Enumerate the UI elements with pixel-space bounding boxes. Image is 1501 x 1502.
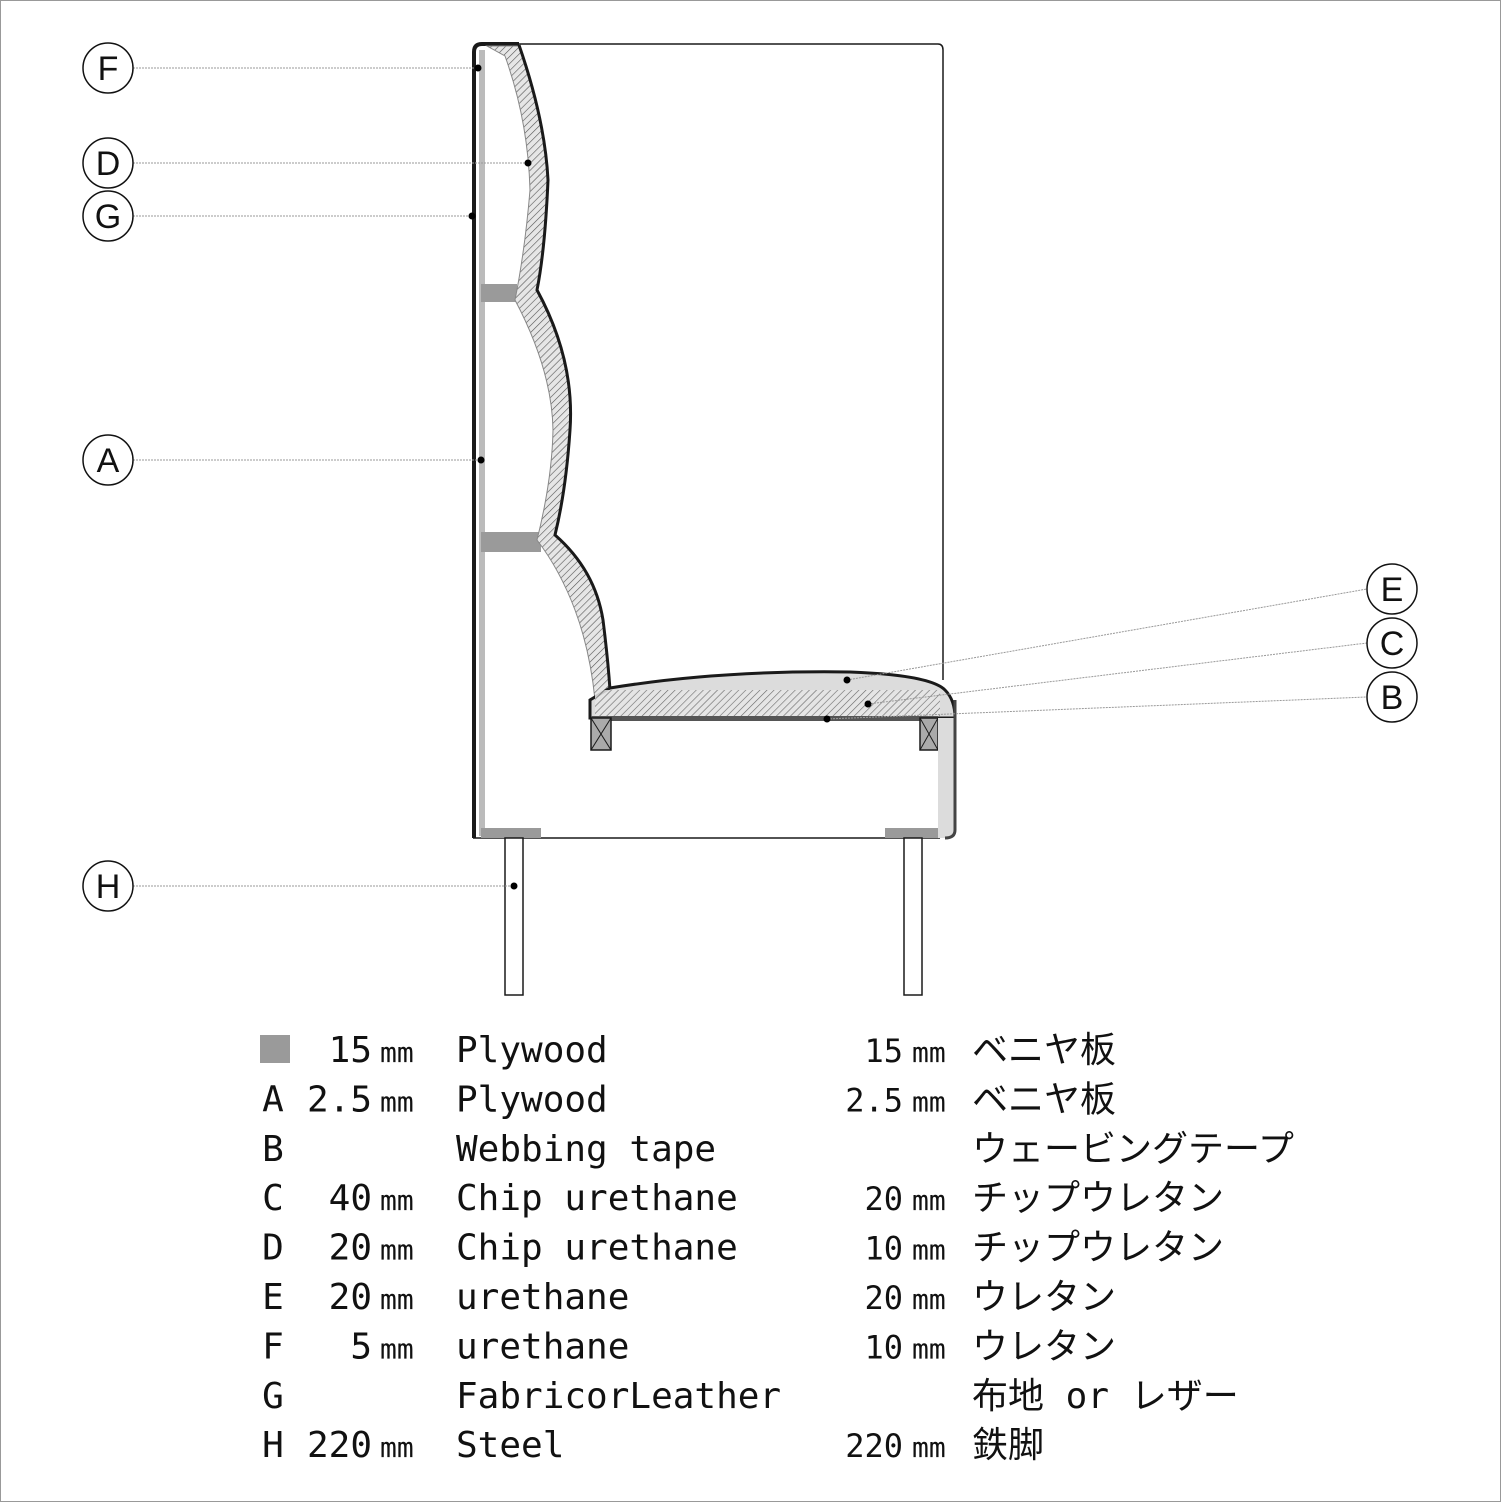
- svg-text:E: E: [1381, 571, 1404, 609]
- callout-h: H: [82, 860, 518, 912]
- front-panel-fabric: [944, 700, 957, 840]
- legend-unit: mm: [380, 1184, 414, 1217]
- plywood-rail: [481, 284, 517, 302]
- steel-leg-right: [903, 837, 923, 996]
- legend-key: H: [262, 1425, 284, 1466]
- svg-text:G: G: [95, 198, 121, 236]
- legend-material-jp: 鉄脚: [972, 1425, 1044, 1466]
- legend-unit: mm: [380, 1283, 414, 1316]
- legend-material-en: urethane: [456, 1277, 629, 1318]
- legend-thickness-jp: 220: [845, 1427, 903, 1465]
- legend-unit-jp: mm: [912, 1036, 946, 1069]
- plywood-rail: [481, 828, 541, 838]
- legend-unit-jp: mm: [912, 1283, 946, 1316]
- legend-unit-jp: mm: [912, 1085, 946, 1118]
- legend-material-jp: ベニヤ板: [972, 1079, 1116, 1120]
- legend-thickness-jp: 15: [864, 1032, 903, 1070]
- legend-thickness-jp: 2.5: [845, 1081, 903, 1119]
- legend-thickness: 20: [329, 1228, 372, 1269]
- webbing-tape-b: [591, 716, 938, 721]
- legend-key: A: [262, 1079, 284, 1120]
- legend-unit-jp: mm: [912, 1184, 946, 1217]
- legend-material-jp: ウェービングテープ: [972, 1129, 1294, 1170]
- seat-frame-block-right: [919, 717, 939, 751]
- callout-f: F: [82, 42, 482, 94]
- back-panel-a: [472, 42, 519, 838]
- plywood-swatch-icon: [260, 1035, 290, 1063]
- legend-thickness-jp: 10: [864, 1328, 903, 1366]
- legend-key: D: [262, 1228, 284, 1269]
- legend-unit: mm: [380, 1085, 414, 1118]
- legend-unit: mm: [380, 1036, 414, 1069]
- legend-material-jp: ウレタン: [972, 1277, 1116, 1318]
- svg-text:F: F: [98, 50, 119, 88]
- legend-thickness-jp: 20: [864, 1180, 903, 1218]
- back-surface-fabric: [517, 44, 612, 691]
- legend-key: F: [262, 1326, 284, 1367]
- callout-b: B: [823, 671, 1418, 723]
- legend-material-en: Chip urethane: [456, 1178, 738, 1219]
- legend-unit-jp: mm: [912, 1234, 946, 1267]
- legend-material-en: Webbing tape: [456, 1129, 716, 1170]
- callout-e: E: [843, 563, 1418, 684]
- legend-thickness: 15: [329, 1030, 372, 1071]
- legend-row: B Webbing tape ウェービングテープ: [262, 1129, 1294, 1170]
- callout-c: C: [864, 617, 1418, 708]
- legend-unit: mm: [380, 1431, 414, 1464]
- plywood-rail: [481, 532, 541, 552]
- legend-unit-jp: mm: [912, 1431, 946, 1464]
- legend-thickness-jp: 10: [864, 1230, 903, 1268]
- legend-thickness: 5: [350, 1326, 372, 1367]
- legend-material-jp: ウレタン: [972, 1326, 1116, 1367]
- legend-material-en: Plywood: [456, 1079, 608, 1120]
- callout-d: D: [82, 137, 532, 189]
- svg-text:A: A: [97, 442, 120, 480]
- front-panel-urethane: [938, 718, 955, 838]
- legend-material-en: Chip urethane: [456, 1228, 738, 1269]
- seat-cushion-c: [595, 690, 940, 716]
- legend-key: B: [262, 1129, 284, 1170]
- svg-text:C: C: [1380, 625, 1405, 663]
- legend-material-jp: チップウレタン: [972, 1178, 1224, 1219]
- legend-material-en: Steel: [456, 1425, 564, 1466]
- legend-thickness: 220: [307, 1425, 372, 1466]
- legend-thickness: 40: [329, 1178, 372, 1219]
- plywood-rail: [885, 828, 940, 838]
- legend-material-jp: 布地 or レザー: [972, 1376, 1239, 1417]
- seat-frame-block-left: [590, 717, 612, 751]
- legend-thickness: 2.5: [307, 1079, 372, 1120]
- legend-unit-jp: mm: [912, 1332, 946, 1365]
- legend-material-en: Plywood: [456, 1030, 608, 1071]
- svg-text:B: B: [1381, 679, 1404, 717]
- callout-a: A: [82, 434, 485, 486]
- legend-key: E: [262, 1277, 284, 1318]
- legend-material-en: urethane: [456, 1326, 629, 1367]
- svg-text:D: D: [96, 145, 121, 183]
- back-panel-fabric: [479, 50, 485, 836]
- legend-material-en: FabricorLeather: [456, 1376, 781, 1417]
- legend-row: G FabricorLeather 布地 or レザー: [262, 1376, 1239, 1417]
- legend-material-jp: ベニヤ板: [972, 1030, 1116, 1071]
- legend-unit: mm: [380, 1332, 414, 1365]
- callout-g: G: [82, 190, 476, 242]
- legend-material-jp: チップウレタン: [972, 1228, 1224, 1269]
- legend-thickness-jp: 20: [864, 1279, 903, 1317]
- legend-key: G: [262, 1376, 284, 1417]
- legend-key: C: [262, 1178, 284, 1219]
- envelope-outline: [480, 43, 944, 680]
- steel-leg-left: [504, 837, 524, 996]
- legend-thickness: 20: [329, 1277, 372, 1318]
- legend-unit: mm: [380, 1234, 414, 1267]
- svg-text:H: H: [96, 868, 121, 906]
